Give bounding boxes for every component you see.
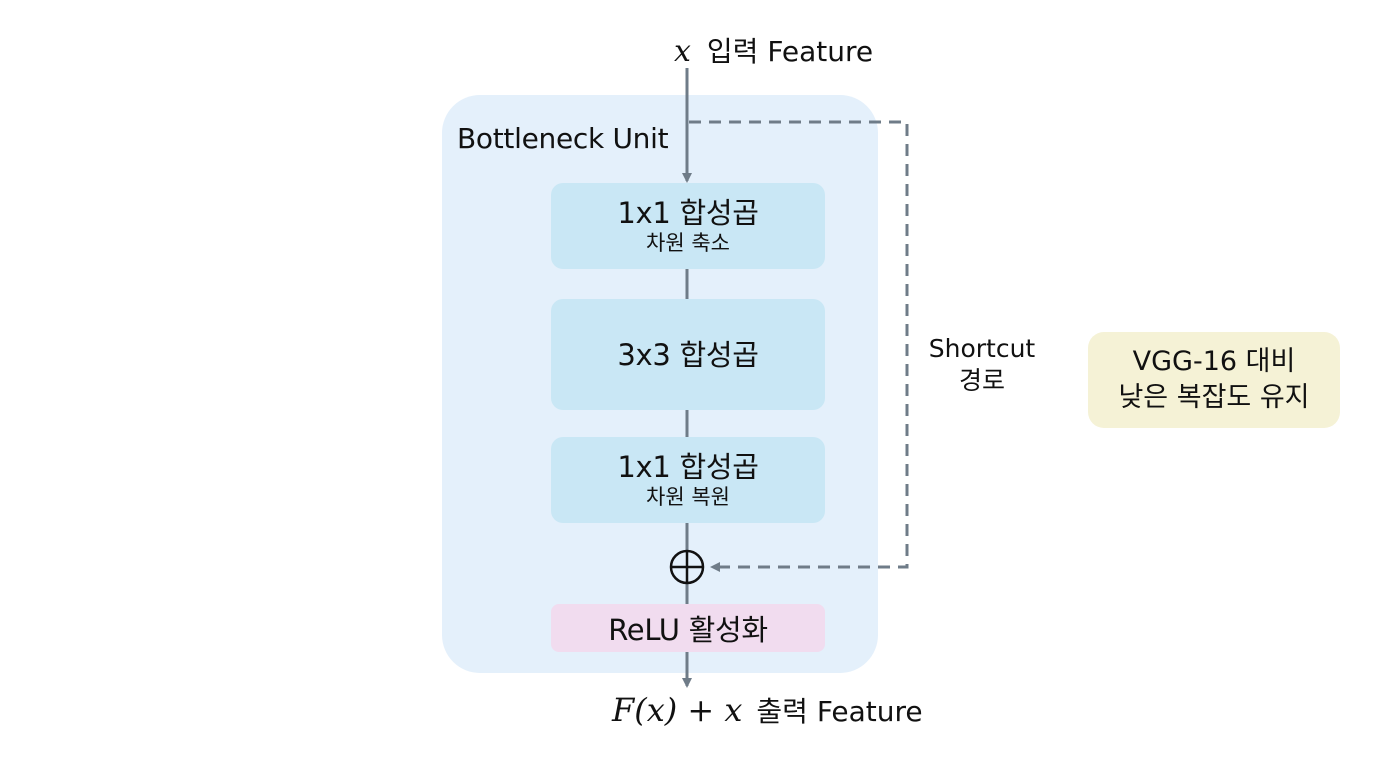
shortcut-label: Shortcut 경로 xyxy=(912,333,1052,397)
output-label: F(x) + x 출력 Feature xyxy=(612,690,923,730)
layer-conv1x1-reduce: 1x1 합성곱 차원 축소 xyxy=(551,183,825,269)
shortcut-path xyxy=(689,120,909,572)
output-math: F(x) + x xyxy=(612,691,743,729)
add-symbol-icon xyxy=(669,549,705,585)
complexity-note: VGG-16 대비 낮은 복잡도 유지 xyxy=(1088,332,1340,428)
output-text: 출력 Feature xyxy=(756,695,923,728)
layer-conv3x3: 3x3 합성곱 xyxy=(551,299,825,410)
layer-sub-label: 차원 복원 xyxy=(646,485,730,509)
shortcut-label-line2: 경로 xyxy=(958,366,1005,395)
relu-activation: ReLU 활성화 xyxy=(551,604,825,652)
layer-sub-label: 차원 축소 xyxy=(646,231,730,255)
note-line2: 낮은 복잡도 유지 xyxy=(1118,382,1310,413)
note-line1: VGG-16 대비 xyxy=(1132,346,1296,377)
input-text: 입력 Feature xyxy=(706,35,874,68)
unit-title: Bottleneck Unit xyxy=(457,122,669,155)
layer-main-label: 1x1 합성곱 xyxy=(617,196,759,230)
input-math: x xyxy=(674,34,691,69)
layer-main-label: 3x3 합성곱 xyxy=(617,337,759,372)
shortcut-label-line1: Shortcut xyxy=(928,334,1036,363)
input-label: x 입력 Feature xyxy=(674,30,873,70)
layer-main-label: 1x1 합성곱 xyxy=(617,450,759,484)
layer-conv1x1-restore: 1x1 합성곱 차원 복원 xyxy=(551,437,825,523)
